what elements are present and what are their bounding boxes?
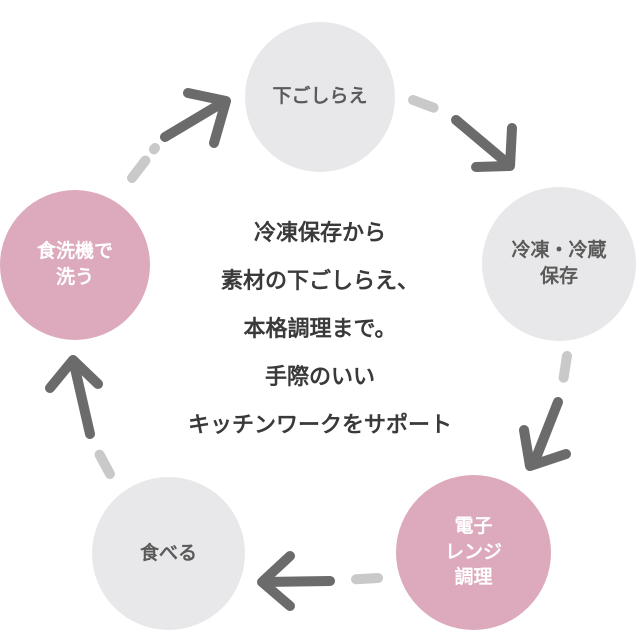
arrow-dishwasher-to-prep: [127, 88, 231, 183]
node-label-line: 保存: [539, 265, 578, 287]
arrow-head: [519, 425, 571, 471]
arrow-shaft: [529, 397, 563, 468]
arrow-head: [471, 123, 517, 172]
arrow-tail: [127, 143, 160, 183]
node-label-line: 調理: [454, 566, 493, 589]
arrow-freeze-to-microwave: [519, 351, 572, 471]
center-description: 冷凍保存から 素材の下ごしらえ、 本格調理まで。 手際のいい キッチンワークをサ…: [150, 210, 490, 450]
arrow-head: [183, 88, 231, 148]
center-text-line: 素材の下ごしらえ、: [220, 269, 419, 294]
node-label-line: 食べる: [139, 541, 197, 564]
node-label-line: 下ごしらえ: [272, 85, 368, 108]
arrow-tail: [91, 443, 115, 479]
arrow-tail: [557, 351, 572, 393]
arrow-shaft: [451, 115, 511, 167]
node-label-line: 洗う: [55, 266, 94, 288]
node-eat: 食べる: [92, 477, 245, 630]
node-label-line: 電子: [454, 515, 493, 538]
arrow-shaft: [259, 576, 335, 587]
center-text-line: 冷凍保存から: [253, 221, 386, 246]
arrow-tail: [339, 573, 383, 585]
center-text-line: 手際のいい: [264, 365, 375, 390]
center-text-line: 本格調理まで。: [243, 317, 397, 342]
node-label-line: 冷凍・冷蔵: [511, 239, 607, 262]
node-freeze-refrigerate: 冷凍・冷蔵 保存: [482, 187, 636, 341]
arrow-tail: [408, 95, 450, 117]
center-text-line: キッチンワークをサポート: [187, 413, 452, 438]
node-microwave-cooking: 電子 レンジ 調理: [396, 475, 551, 630]
arrow-shaft: [160, 98, 227, 142]
arrow-shaft: [69, 359, 95, 439]
node-prep: 下ごしらえ: [245, 22, 395, 172]
node-dishwasher: 食洗機で 洗う: [0, 190, 150, 340]
arrow-head: [257, 551, 295, 611]
arrow-microwave-to-eat: [257, 551, 383, 611]
arrow-head: [45, 355, 103, 393]
node-label-line: レンジ: [444, 540, 502, 563]
arrow-prep-to-freeze: [408, 95, 517, 172]
arrow-eat-to-dishwasher: [45, 355, 115, 479]
node-label-line: 食洗機で: [36, 240, 113, 263]
